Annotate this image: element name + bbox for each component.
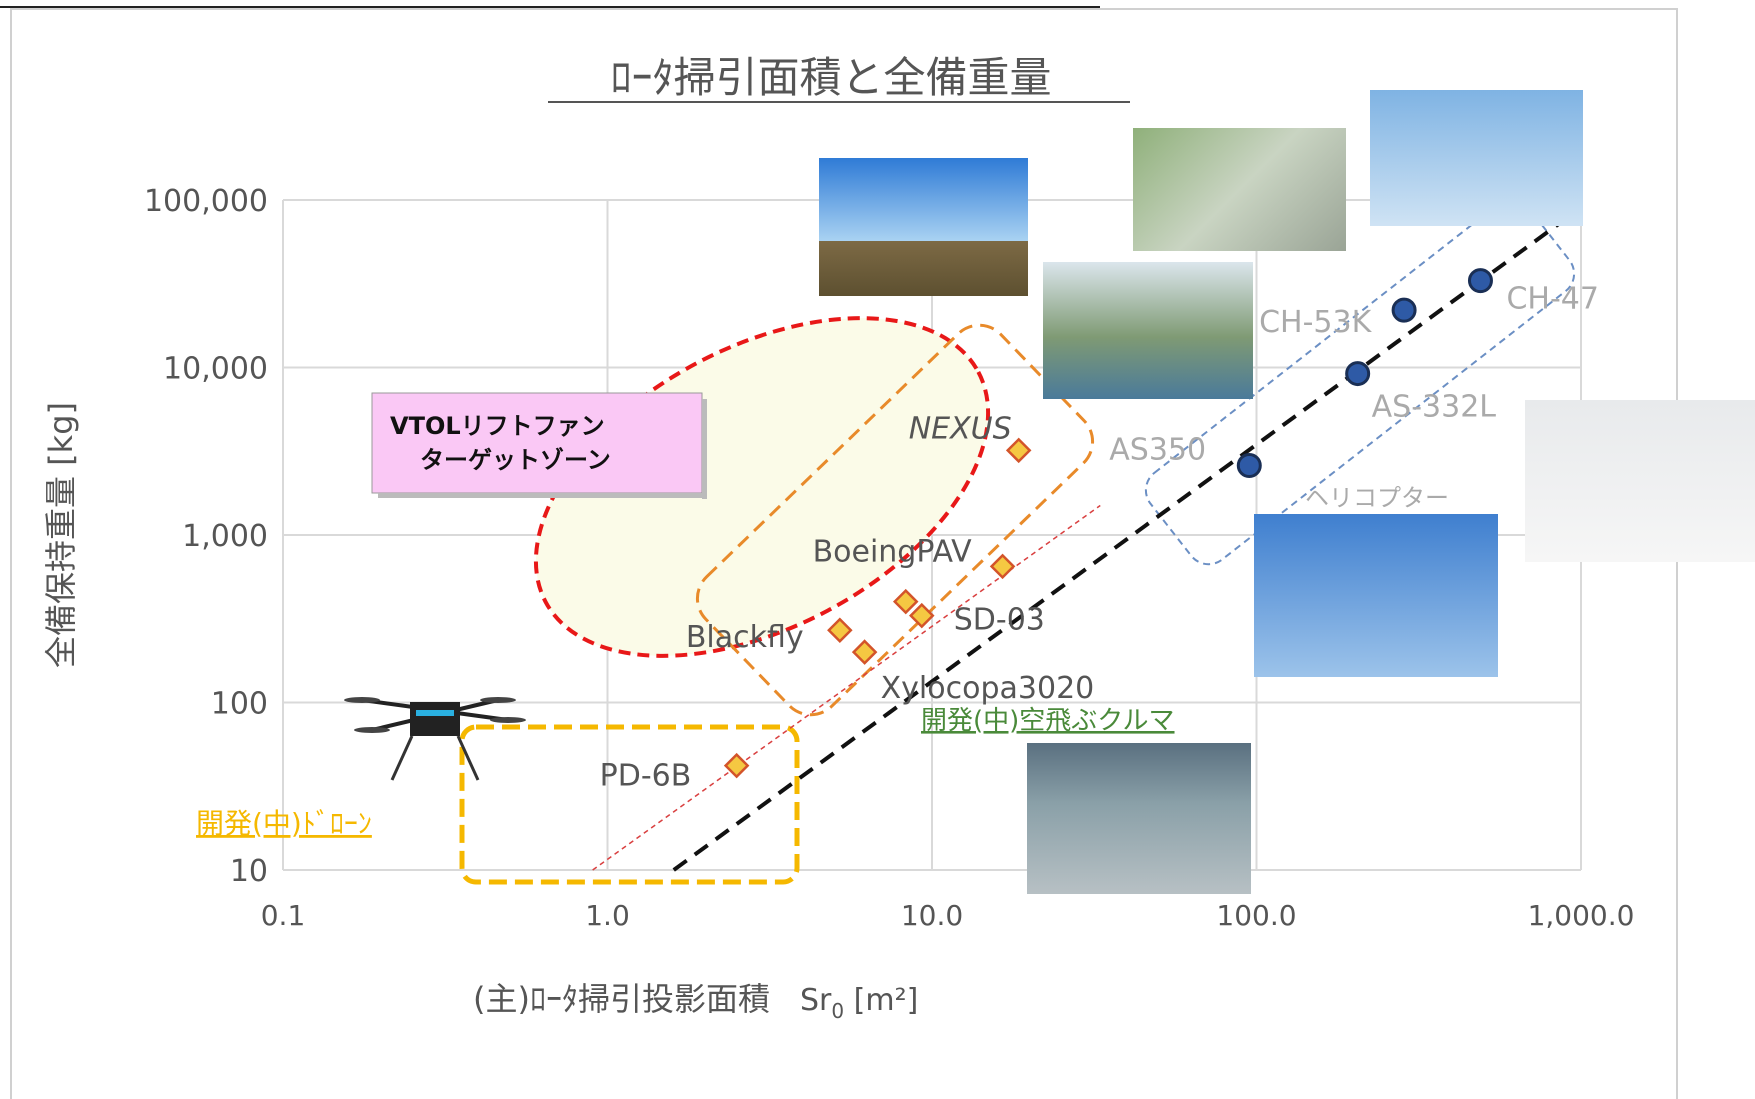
target-zone-callout xyxy=(371,392,703,494)
heli-zone-box xyxy=(1144,198,1576,566)
y-tick-label: 10,000 xyxy=(163,352,268,387)
point-label-boeingpav: BoeingPAV xyxy=(813,534,973,569)
evtol-marker-pd-6b xyxy=(723,752,750,779)
evtol-marker-xylocopa3020 xyxy=(851,639,878,665)
evtol-zone-label: 開発(中)空飛ぶクルマ xyxy=(921,706,1175,736)
drone-icon xyxy=(344,697,526,781)
y-tick-label: 10 xyxy=(230,854,268,889)
evtol-marker-sd-03 xyxy=(892,588,919,615)
point-label-as350: AS350 xyxy=(1109,432,1206,467)
point-label-blackfly: Blackfly xyxy=(686,620,804,655)
evtol-photo xyxy=(819,158,1028,296)
target-zone-callout-shadow-bottom xyxy=(378,493,707,498)
chart-title: ﾛｰﾀ掃引面積と全備重量 xyxy=(610,53,1051,102)
heli-marker-as350 xyxy=(1236,452,1262,478)
evtol-marker-nexus xyxy=(1005,437,1032,464)
drone-zone-box xyxy=(459,724,800,885)
nexus-photo xyxy=(1043,262,1253,399)
point-label-xylocopa3020: Xylocopa3020 xyxy=(881,671,1095,706)
x-tick-label: 1,000.0 xyxy=(1528,899,1635,932)
point-label-ch-53k: CH-53K xyxy=(1259,305,1373,340)
x-axis-symbol-sr: Sr xyxy=(800,983,832,1018)
drone-photo xyxy=(342,670,528,800)
tick-labels: 0.1 1.0 10.0 100.0 1,000.0 10 100 1,000 10,000 10… xyxy=(144,184,1635,932)
x-tick-label: 100.0 xyxy=(1216,899,1296,932)
point-label-sd-03: SD-03 xyxy=(954,603,1045,638)
ch53k-photo xyxy=(1133,128,1346,251)
trend-lines xyxy=(592,206,1583,872)
helicopter-trend-line xyxy=(672,206,1583,872)
skydrive-photo xyxy=(1027,743,1251,894)
y-tick-label: 100 xyxy=(211,687,268,722)
point-label-pd-6b: PD-6B xyxy=(600,759,692,794)
x-axis-symbol-sub: 0 xyxy=(831,999,844,1023)
heli-marker-as-332l xyxy=(1345,361,1371,387)
y-axis-label: 全備保持重量 [kg] xyxy=(42,402,80,668)
ch47-photo xyxy=(1370,90,1583,226)
header-rule xyxy=(0,6,1100,8)
y-tick-label: 1,000 xyxy=(182,519,268,554)
y-tick-label: 100,000 xyxy=(144,184,268,219)
x-tick-label: 1.0 xyxy=(585,899,630,932)
target-zone-label-line1: VTOLリフトファン xyxy=(390,412,605,440)
point-label-ch-47: CH-47 xyxy=(1506,282,1599,317)
evtol-marker-blackfly xyxy=(827,617,853,644)
evtol-marker-5 xyxy=(909,602,935,629)
drone-zone-label: 開発(中)ﾄﾞﾛｰﾝ xyxy=(196,807,372,840)
data-markers xyxy=(723,268,1493,779)
point-label-as-332l: AS-332L xyxy=(1372,390,1497,425)
x-axis-label: (主)ﾛｰﾀ掃引投影面積 xyxy=(473,980,770,1018)
heli-zone-label: ヘリコプター xyxy=(1305,484,1449,512)
x-tick-label: 10.0 xyxy=(901,899,963,932)
x-axis-unit: [m²] xyxy=(844,983,918,1018)
point-label-nexus: NEXUS xyxy=(909,411,1012,446)
x-tick-label: 0.1 xyxy=(261,899,306,932)
target-zone-callout-shadow xyxy=(702,399,707,499)
x-axis-symbol: Sr0 [m²] xyxy=(800,983,918,1023)
evtol-zone-box xyxy=(695,323,1095,717)
target-zone-label-line2: ターゲットゾーン xyxy=(420,446,611,474)
evtol-marker-boeingpav xyxy=(989,553,1016,580)
as350-photo xyxy=(1254,514,1498,677)
heli-marker-ch-53k xyxy=(1391,297,1417,323)
heli-marker-ch-47 xyxy=(1467,268,1493,294)
as332-photo xyxy=(1525,400,1755,562)
